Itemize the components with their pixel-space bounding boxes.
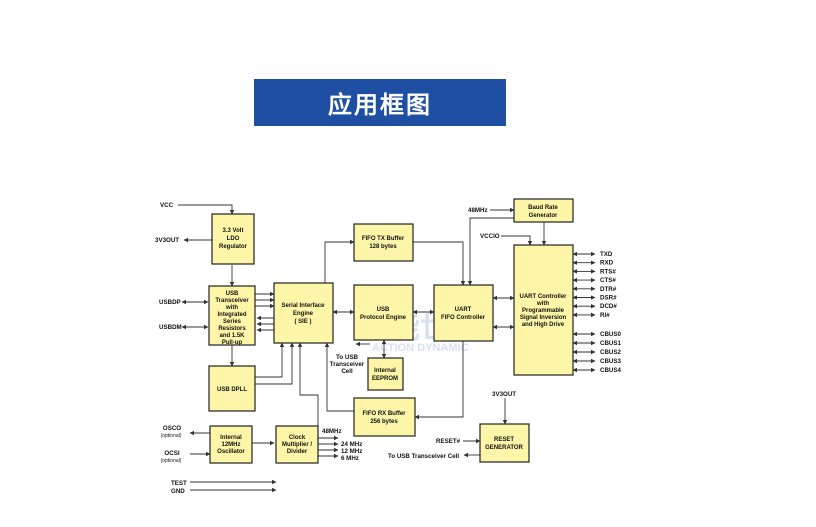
label-reset: RESET# — [436, 438, 461, 445]
label-osci: OCSI — [164, 450, 179, 457]
clock-line-1: Clock — [289, 435, 306, 441]
label-6mhz: 6 MHz — [341, 455, 359, 462]
label-to-usb-cell-bottom: To USB Transceiver Cell — [388, 453, 459, 460]
block-sie: Serial Interface Engine ( SIE ) — [273, 282, 334, 344]
label-gnd: GND — [171, 488, 185, 495]
eeprom-line-1: Internal — [374, 368, 396, 374]
block-internal-eeprom: Internal EEPROM — [367, 357, 404, 391]
uart-pin-label-5: DSR# — [600, 295, 617, 302]
block-baud-rate-generator: Baud Rate Generator — [513, 198, 574, 223]
block-usb-protocol-engine: USB Protocol Engine — [353, 284, 414, 341]
block-usb-dpll: USB DPLL — [208, 365, 256, 412]
label-to-usb-cell-3: Cell — [341, 368, 353, 375]
transceiver-line-1: USB — [226, 291, 239, 297]
label-osco-note: (optional) — [161, 433, 182, 439]
uart-pin-label-4: DTR# — [600, 286, 617, 293]
uart-fifo-line-1: UART — [455, 307, 472, 313]
uart-pin-label-0: TXD — [600, 251, 613, 258]
protocol-line-2: Protocol Engine — [360, 315, 407, 321]
uart-ctrl-line-5: and High Drive — [522, 322, 565, 328]
protocol-line-1: USB — [377, 307, 390, 313]
block-reset-generator: RESET GENERATOR — [479, 423, 530, 463]
cbus-pin-label-3: CBUS3 — [600, 358, 622, 365]
label-48mhz-mid: 48MHz — [322, 428, 342, 435]
baud-line-1: Baud Rate — [528, 205, 558, 211]
block-usb-transceiver: USB Transceiver with Integrated Series R… — [208, 285, 256, 346]
uart-ctrl-line-1: UART Controller — [520, 294, 568, 300]
transceiver-line-7: and 1.5K — [219, 333, 245, 339]
fifo-rx-line-1: FIFO RX Buffer — [363, 411, 407, 417]
reset-line-2: GENERATOR — [485, 445, 523, 451]
connections — [178, 204, 596, 493]
fifo-rx-line-2: 256 bytes — [370, 419, 398, 425]
uart-pin-label-3: CTS# — [600, 277, 616, 284]
ldo-line-2: LDO — [227, 236, 240, 242]
uart-pin-label-1: RXD — [600, 260, 614, 267]
reset-line-1: RESET — [494, 437, 514, 443]
label-osci-note: (optional) — [161, 458, 182, 464]
cbus-pin-label-2: CBUS2 — [600, 349, 622, 356]
label-test: TEST — [171, 480, 187, 487]
label-usbdm: USBDM — [159, 324, 182, 331]
block-ldo: 3.3 Volt LDO Regulator — [211, 213, 255, 265]
signal-labels: VCC 3V3OUT USBDP USBDM OSCO (optional) O… — [155, 202, 516, 495]
fifo-tx-line-2: 128 bytes — [369, 244, 397, 250]
baud-line-2: Generator — [529, 213, 558, 219]
uart-ctrl-line-4: Signal Inversion — [520, 315, 567, 321]
osc-line-3: Oscillator — [217, 449, 245, 455]
sie-line-3: ( SIE ) — [294, 319, 311, 325]
block-uart-fifo-controller: UART FIFO Controller — [433, 284, 494, 342]
uart-fifo-line-2: FIFO Controller — [441, 315, 486, 321]
block-clock-multiplier: Clock Multiplier / Divider — [275, 425, 319, 464]
transceiver-line-8: Pull-up — [222, 340, 243, 346]
label-3v3out-left: 3V3OUT — [155, 237, 179, 244]
sie-line-1: Serial Interface — [281, 303, 325, 309]
label-vccio: VCCIO — [480, 233, 500, 240]
label-usbdp: USBDP — [159, 299, 181, 306]
uart-ctrl-line-3: Programmable — [522, 308, 565, 314]
block-internal-oscillator: Internal 12MHz Oscillator — [209, 425, 253, 464]
transceiver-line-5: Series — [223, 319, 242, 325]
sie-line-2: Engine — [293, 311, 314, 317]
label-12mhz: 12 MHz — [341, 448, 362, 455]
uart-pin-label-6: DCD# — [600, 303, 617, 310]
cbus-pin-label-4: CBUS4 — [600, 367, 622, 374]
uart-pin-label-2: RTS# — [600, 268, 616, 275]
uart-ctrl-line-2: with — [536, 301, 549, 307]
transceiver-line-4: Integrated — [217, 312, 246, 318]
label-osco: OSCO — [163, 425, 181, 432]
eeprom-line-2: EEPROM — [372, 376, 398, 382]
transceiver-line-6: Resistors — [218, 326, 246, 332]
block-fifo-rx: FIFO RX Buffer 256 bytes — [353, 397, 416, 437]
label-vcc: VCC — [160, 202, 174, 209]
ldo-line-3: Regulator — [219, 244, 248, 250]
label-3v3out-right: 3V3OUT — [492, 391, 516, 398]
cbus-pin-label-1: CBUS1 — [600, 340, 622, 347]
clock-line-3: Divider — [287, 449, 308, 455]
cbus-pin-label-0: CBUS0 — [600, 331, 622, 338]
label-24mhz: 24 MHz — [341, 441, 362, 448]
clock-line-2: Multiplier / — [282, 442, 312, 448]
fifo-tx-line-1: FIFO TX Buffer — [362, 236, 405, 242]
label-to-usb-cell-1: To USB — [336, 354, 358, 361]
block-uart-controller: UART Controller with Programmable Signal… — [513, 244, 574, 376]
banner-title: 应用框图 — [254, 79, 506, 126]
block-fifo-tx: FIFO TX Buffer 128 bytes — [353, 223, 414, 262]
uart-pin-label-7: RI# — [600, 312, 610, 319]
osc-line-1: Internal — [220, 435, 242, 441]
label-to-usb-cell-2: Transceiver — [330, 361, 365, 368]
transceiver-line-3: with — [225, 305, 238, 311]
watermark-sub: ACTION DYNAMIC — [372, 342, 469, 354]
dpll-label: USB DPLL — [217, 387, 247, 393]
ldo-line-1: 3.3 Volt — [223, 228, 244, 234]
osc-line-2: 12MHz — [221, 442, 240, 448]
transceiver-line-2: Transceiver — [215, 298, 249, 304]
label-48mhz-top: 48MHz — [468, 207, 488, 214]
